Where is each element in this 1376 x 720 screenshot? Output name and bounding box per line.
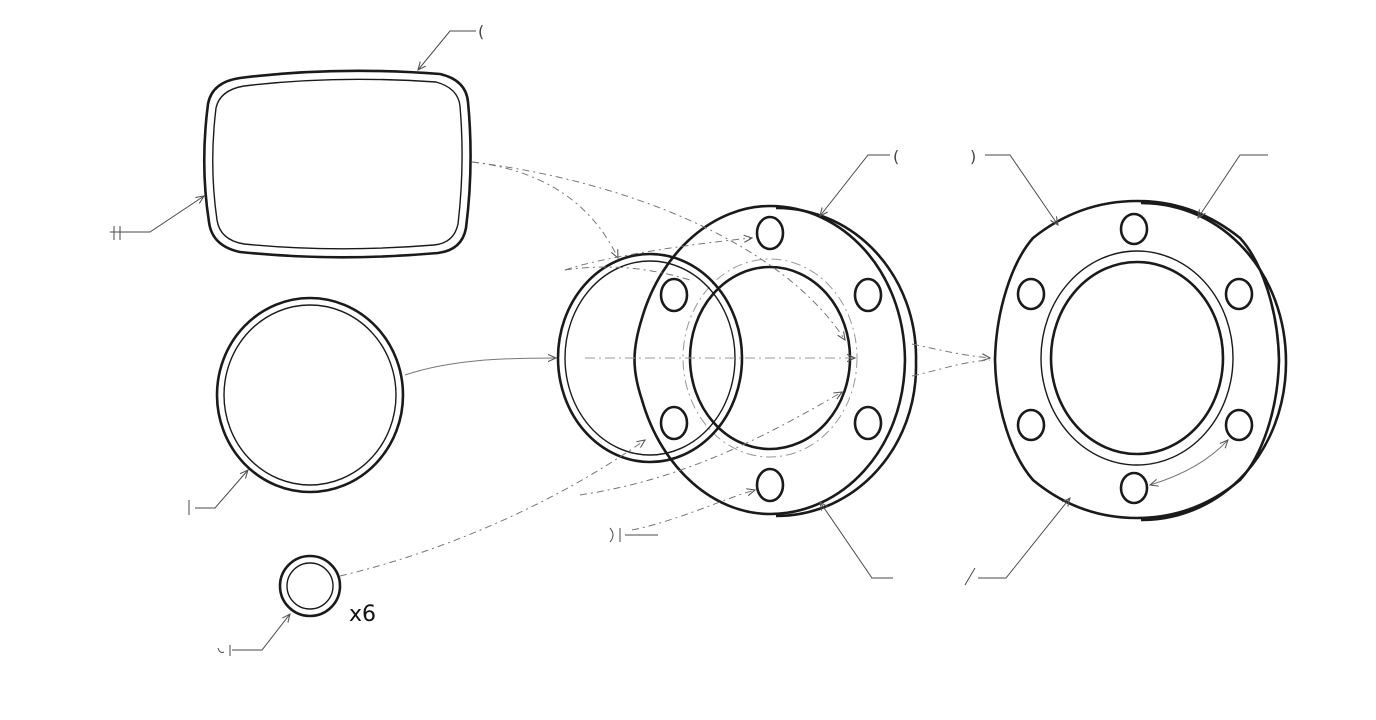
small-seal-quantity: x6 — [349, 602, 376, 627]
flange-exploded — [633, 204, 918, 518]
flange-assembled-bolt-holes — [1016, 212, 1254, 505]
flange-assembled — [993, 199, 1288, 522]
leader-lines: ( ( ) — [110, 22, 1268, 656]
small-seal — [278, 554, 342, 618]
round-seal — [215, 296, 405, 494]
callout-c8: ) — [970, 147, 976, 166]
assembly-flow-lines — [339, 161, 990, 577]
rect-gasket — [202, 69, 472, 259]
callout-c5: ( — [893, 147, 899, 166]
callout-c1: ( — [478, 22, 484, 41]
flange-exploded-bolt-holes — [659, 215, 883, 503]
